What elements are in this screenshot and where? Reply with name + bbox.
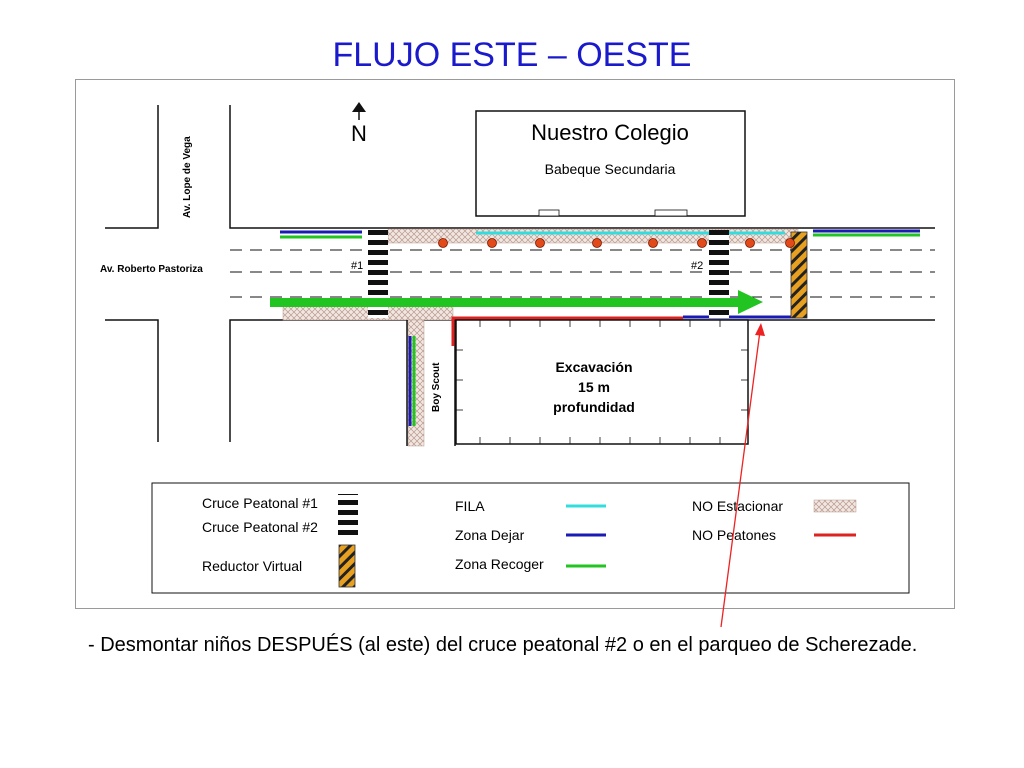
school-building (475, 110, 746, 217)
legend-drop-zone-label: Zona Dejar (455, 527, 525, 543)
street-label-lope-de-vega: Av. Lope de Vega (182, 136, 193, 218)
north-label: N (351, 121, 367, 146)
excavation-line-2: 15 m (578, 379, 610, 395)
cone-icon (592, 238, 602, 248)
flow-arrow-icon (270, 290, 763, 314)
slide-title: FLUJO ESTE – OESTE (332, 36, 692, 74)
legend-no-parking-swatch (813, 499, 857, 513)
speed-bump (790, 231, 808, 319)
legend-speed-bump-label: Reductor Virtual (202, 558, 302, 574)
traffic-cones (438, 238, 795, 248)
cone-icon (487, 238, 497, 248)
crosswalk-1-marking (368, 230, 388, 318)
school-gate-left (538, 209, 560, 217)
cone-icon (648, 238, 658, 248)
legend-crosswalk-2-label: Cruce Peatonal #2 (202, 519, 318, 535)
legend-crosswalk-1-label: Cruce Peatonal #1 (202, 495, 318, 511)
excavation-line-3: profundidad (553, 399, 635, 415)
cone-icon (438, 238, 448, 248)
legend-queue-label: FILA (455, 498, 485, 514)
street-label-boy-scout: Boy Scout (431, 362, 442, 412)
crosswalk-1-label: #1 (351, 260, 363, 272)
lane-markings (230, 249, 935, 298)
instruction-note: - Desmontar niños DESPUÉS (al este) del … (88, 634, 918, 656)
cone-icon (535, 238, 545, 248)
boy-scout-street (406, 320, 456, 446)
excavation-area (455, 319, 749, 445)
excavation-line-1: Excavación (555, 359, 632, 375)
pointer-arrowhead-icon (755, 323, 765, 336)
school-gate-right (654, 209, 688, 217)
street-label-roberto-pastoriza: Av. Roberto Pastoriza (100, 264, 203, 275)
school-subtitle: Babeque Secundaria (545, 161, 676, 177)
legend-no-parking-label: NO Estacionar (692, 498, 783, 514)
no-parking-boy-scout (407, 319, 425, 447)
crosswalk-2-label: #2 (691, 260, 703, 272)
legend-pickup-zone-label: Zona Recoger (455, 556, 544, 572)
north-arrow-icon (352, 102, 366, 120)
cone-icon (697, 238, 707, 248)
school-name: Nuestro Colegio (531, 120, 689, 145)
legend-speed-bump-swatch (338, 544, 356, 588)
legend-no-pedestrians-label: NO Peatones (692, 527, 776, 543)
excavation-fence-ticks (456, 320, 748, 444)
cone-icon (785, 238, 795, 248)
no-pedestrians-line (451, 316, 683, 346)
pointer-line (720, 330, 761, 628)
crosswalk-2-marking (709, 230, 729, 318)
legend-box (151, 482, 910, 594)
cone-icon (745, 238, 755, 248)
legend-crosswalk-swatch (338, 494, 358, 538)
